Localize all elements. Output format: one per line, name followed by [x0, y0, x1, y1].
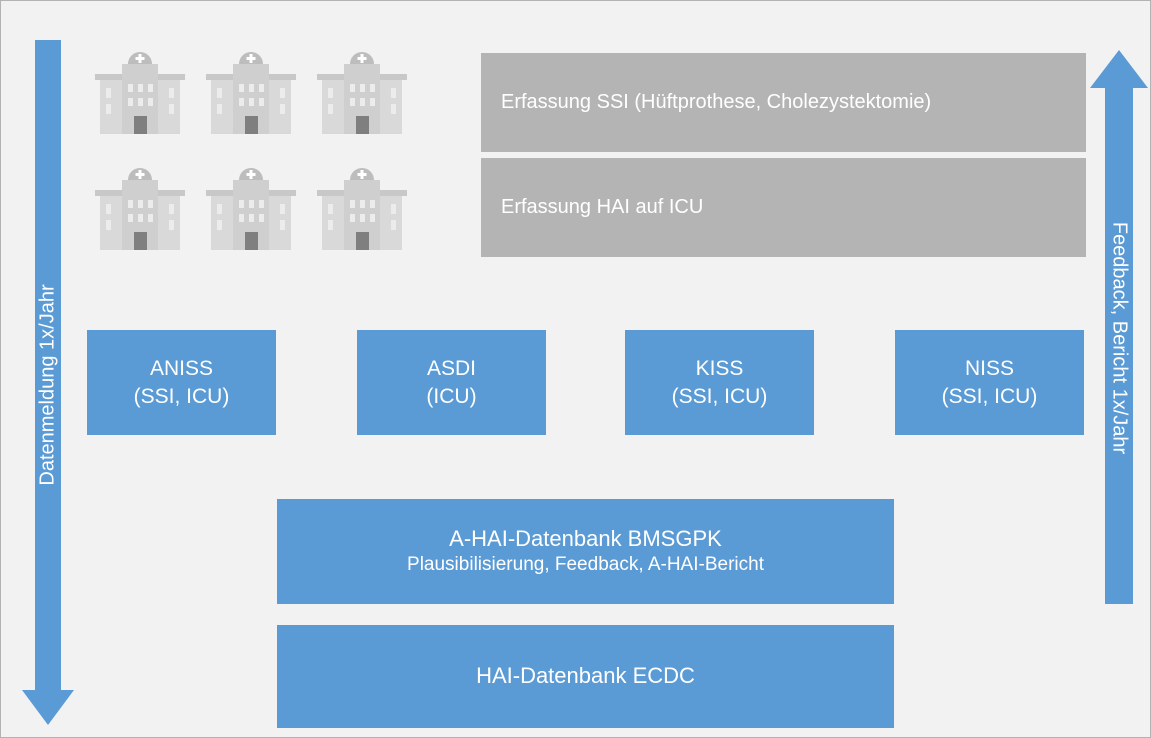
network-name: NISS — [964, 357, 1014, 381]
network-name: KISS — [695, 357, 744, 381]
network-name: ANISS — [149, 357, 214, 381]
national-database-title: A-HAI-Datenbank BMSGPK — [449, 525, 722, 551]
national-database-box: A-HAI-Datenbank BMSGPK Plausibilisierung… — [277, 499, 894, 604]
hospital-icon — [317, 52, 407, 134]
network-scope: (SSI, ICU) — [133, 384, 230, 408]
capture-ssi-label: Erfassung SSI (Hüftprothese, Cholezystek… — [501, 91, 932, 113]
capture-ssi-bar: Erfassung SSI (Hüftprothese, Cholezystek… — [481, 53, 1086, 152]
data-report-label: Datenmeldung 1x/Jahr — [36, 284, 59, 486]
capture-icu-label: Erfassung HAI auf ICU — [501, 196, 704, 218]
hospital-icon — [317, 168, 407, 250]
network-scope: (SSI, ICU) — [671, 384, 768, 408]
feedback-arrow — [1090, 50, 1148, 604]
network-box-kiss: KISS (SSI, ICU) — [625, 330, 814, 435]
network-box-asdi: ASDI (ICU) — [357, 330, 546, 435]
network-box-aniss: ANISS (SSI, ICU) — [87, 330, 276, 435]
ecdc-database-title: HAI-Datenbank ECDC — [476, 663, 695, 689]
network-scope: (ICU) — [426, 384, 477, 408]
network-scope: (SSI, ICU) — [941, 384, 1038, 408]
hospital-icon — [95, 52, 185, 134]
network-box-niss: NISS (SSI, ICU) — [895, 330, 1084, 435]
network-name: ASDI — [426, 357, 476, 381]
data-report-arrow — [22, 40, 74, 725]
hospital-icon — [206, 168, 296, 250]
feedback-label: Feedback, Bericht 1x/Jahr — [1108, 221, 1131, 455]
capture-icu-bar: Erfassung HAI auf ICU — [481, 158, 1086, 257]
hospital-icon — [95, 168, 185, 250]
ecdc-database-box: HAI-Datenbank ECDC — [277, 625, 894, 728]
national-database-subtitle: Plausibilisierung, Feedback, A-HAI-Beric… — [407, 554, 764, 576]
hospital-icon — [206, 52, 296, 134]
